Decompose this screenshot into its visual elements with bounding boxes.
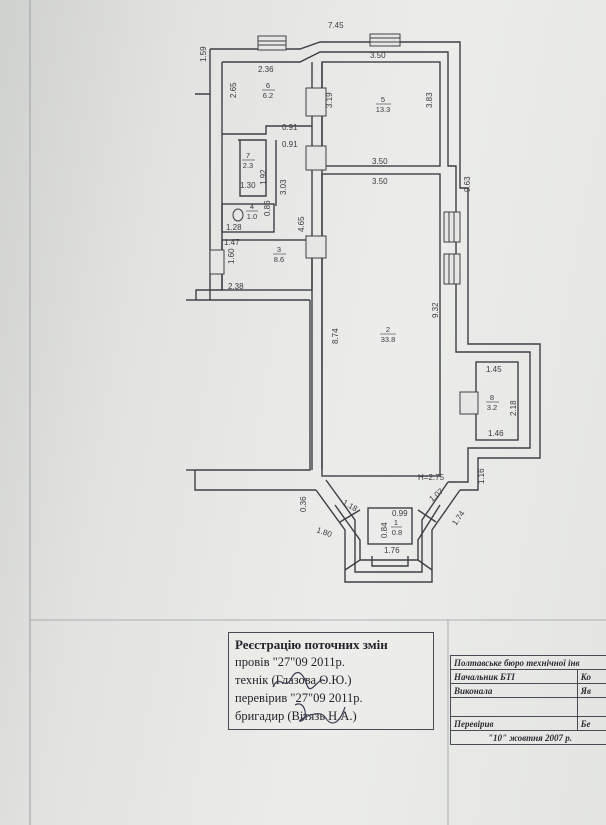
registration-stamp: Реєстрацію поточних змін провів "27"09 2… (228, 632, 434, 730)
dim-room5-right: 3.83 (425, 92, 434, 108)
room-label-5: 5 13.3 (376, 95, 391, 114)
svg-text:8.6: 8.6 (274, 255, 284, 264)
dim-room7-bottom: 1.30 (240, 181, 256, 190)
svg-text:6.2: 6.2 (263, 91, 273, 100)
svg-text:2: 2 (386, 325, 390, 334)
stamp-line-2: технік (Глазова О.Ю.) (235, 673, 352, 687)
dim-465: 4.65 (297, 216, 306, 232)
dim-room3-bottom: 2.38 (228, 282, 244, 291)
room-label-8: 8 3.2 (486, 393, 499, 412)
dim-room3-top: 1.47 (224, 238, 240, 247)
dim-036: 0.36 (299, 496, 308, 512)
dim-room6-top: 2.36 (258, 65, 274, 74)
bti-checked-value: Бе (576, 716, 606, 731)
dim-room5-bottom: 3.50 (372, 157, 388, 166)
bti-head-label: Начальник БТІ (450, 669, 578, 684)
dim-room4-bottom: 1.28 (226, 223, 242, 232)
dim-room3-left: 1.60 (227, 248, 236, 264)
room-label-2: 2 33.8 (380, 325, 396, 344)
room-label-7: 7 2.3 (242, 151, 255, 170)
stamp-title: Реєстрацію поточних змін (235, 637, 388, 652)
dim-174: 1.74 (450, 509, 467, 527)
dim-180: 1.80 (315, 525, 333, 539)
dim-room2-top: 3.50 (372, 177, 388, 186)
dim-room8-top: 1.45 (486, 365, 502, 374)
dim-room2-right: 9.32 (431, 302, 440, 318)
bti-empty-cell (450, 697, 578, 717)
walls (186, 41, 541, 583)
dim-room5-left: 3.19 (325, 92, 334, 108)
svg-text:1.0: 1.0 (247, 212, 257, 221)
svg-text:4: 4 (250, 202, 254, 211)
bti-date: "10" жовтня 2007 р. (450, 730, 606, 745)
windows (209, 33, 479, 415)
dim-room8-bottom: 1.46 (488, 429, 504, 438)
dim-091-b: 0.91 (282, 140, 298, 149)
svg-text:5: 5 (381, 95, 385, 104)
dim-room5-top: 3.50 (370, 51, 386, 60)
toilet-icon (232, 208, 244, 222)
ceiling-height: H=2.75 (418, 473, 445, 482)
svg-text:3: 3 (277, 245, 281, 254)
bti-head-value: Ко (576, 669, 606, 684)
dim-084: 0.84 (380, 522, 389, 538)
bti-executor-label: Виконала (450, 683, 578, 698)
svg-text:0.8: 0.8 (392, 528, 402, 537)
bti-empty-cell (576, 697, 606, 717)
svg-text:1: 1 (394, 518, 398, 527)
room-label-6: 6 6.2 (262, 81, 275, 100)
dim-room2-left: 8.74 (331, 328, 340, 344)
stamp-line-1: провів "27"09 2011р. (235, 655, 345, 669)
dim-left-top: 1.59 (199, 46, 208, 62)
dim-room8-right: 2.18 (509, 400, 518, 416)
svg-text:6: 6 (266, 81, 270, 90)
svg-text:7: 7 (246, 151, 250, 160)
room-label-3: 3 8.6 (273, 245, 286, 264)
dim-top-total: 7.45 (328, 21, 344, 30)
bti-executor-value: Яв (576, 683, 606, 698)
svg-text:2.3: 2.3 (243, 161, 253, 170)
room-label-1: 1 0.8 (391, 518, 402, 537)
bti-checked-label: Перевірив (450, 716, 578, 731)
room-label-4: 4 1.0 (246, 202, 258, 221)
bti-title-block: Полтавське бюро технічної інв Начальник … (450, 655, 606, 745)
dim-right-total: 9.63 (463, 176, 472, 192)
stamp-line-4: бригадир (Вітязь Н.А.) (235, 709, 357, 723)
dim-086: 0.86 (263, 200, 272, 216)
dim-room7-right: 1.92 (259, 169, 268, 185)
dim-116: 1.16 (477, 468, 486, 484)
bti-header: Полтавське бюро технічної інв (450, 655, 606, 670)
svg-text:3.2: 3.2 (487, 403, 497, 412)
svg-text:13.3: 13.3 (376, 105, 391, 114)
dim-room6-left: 2.65 (229, 82, 238, 98)
dim-176: 1.76 (384, 546, 400, 555)
stamp-line-3: перевірив "27"09 2011р. (235, 691, 363, 705)
dim-099: 0.99 (392, 509, 408, 518)
svg-text:33.8: 33.8 (381, 335, 396, 344)
dim-091-a: 0.91 (282, 123, 298, 132)
dim-303: 3.03 (279, 179, 288, 195)
svg-text:8: 8 (490, 393, 494, 402)
